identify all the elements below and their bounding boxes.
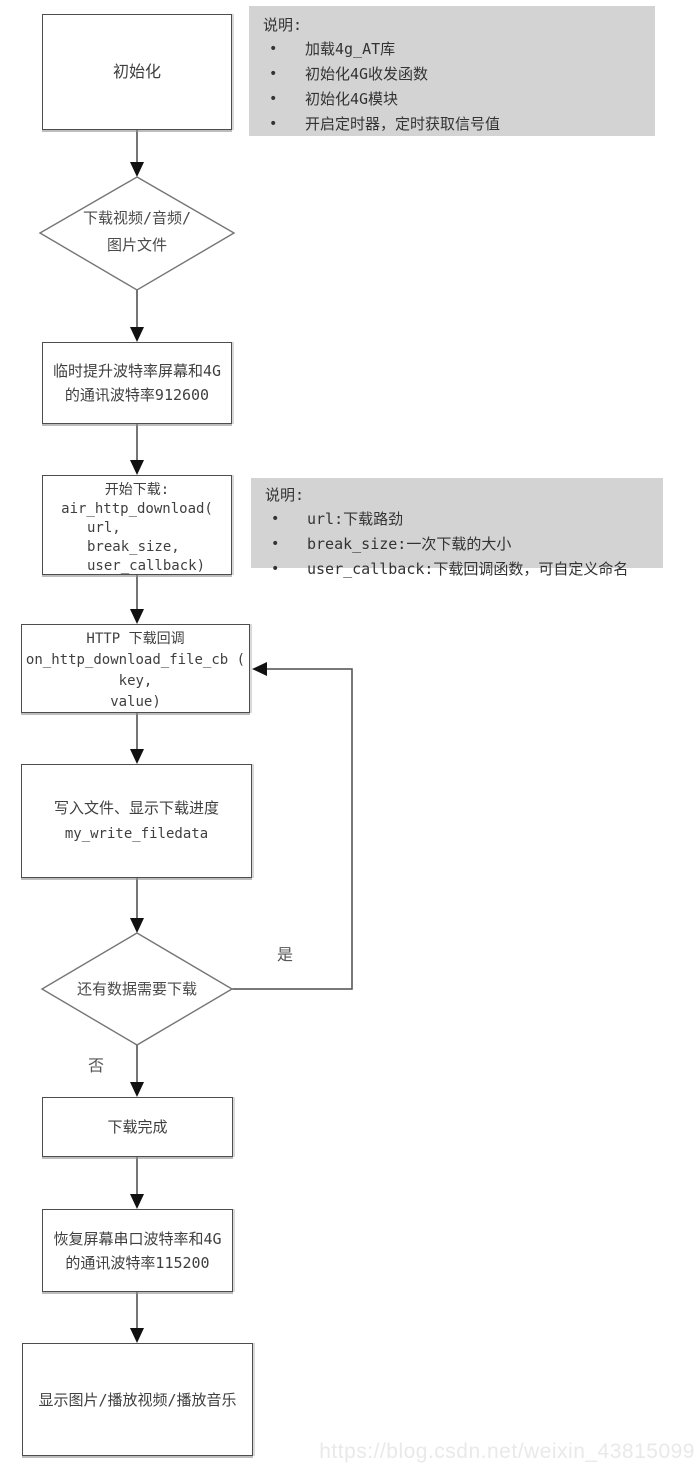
note-item: • 开启定时器，定时获取信号值: [259, 112, 645, 137]
note-item-text: url:下载路劲: [307, 510, 404, 528]
arrowhead-down-icon: [130, 460, 144, 475]
decision-line: 还有数据需要下载: [76, 980, 197, 998]
arrowhead-down-icon: [130, 327, 144, 342]
node-line: 写入文件、显示下载进度: [53, 799, 219, 817]
decision-line: 下载视频/音频/: [82, 209, 192, 227]
arrowhead-down-icon: [130, 162, 144, 177]
node-line: on_http_download_file_cb (: [25, 652, 246, 668]
decision-diamond-more-data: [40, 932, 234, 1046]
bullet-icon: •: [269, 66, 278, 82]
note-box-params: 说明: • url:下载路劲 • break_size:一次下载的大小 • us…: [251, 478, 663, 578]
edge-label-yes: 是: [277, 945, 294, 964]
arrowhead-down-icon: [130, 609, 144, 624]
note-item: • 初始化4G模块: [259, 87, 645, 112]
node-line: key,: [118, 673, 153, 689]
arrowhead-down-icon: [130, 749, 144, 764]
node-line: url,: [87, 520, 121, 536]
node-line: 恢复屏幕串口波特率和4G: [53, 1229, 222, 1248]
arrowhead-down-icon: [130, 1194, 144, 1209]
node-line: 下载完成: [107, 1118, 168, 1136]
node-line: user_callback): [87, 558, 206, 574]
node-line: air_http_download(: [61, 501, 213, 517]
note-item: • 初始化4G收发函数: [259, 62, 645, 87]
node-init-label: 初始化: [112, 62, 161, 81]
note-item: • 加载4g_AT库: [259, 37, 645, 62]
bullet-icon: •: [269, 91, 278, 107]
arrowhead-down-icon: [130, 918, 144, 933]
note-item-text: break_size:一次下载的大小: [307, 535, 512, 553]
note-item-text: 初始化4G收发函数: [305, 65, 429, 83]
note-box-init: 说明: • 加载4g_AT库 • 初始化4G收发函数 • 初始化4G模块 • 开…: [249, 6, 655, 136]
node-decision-download-type-label: 下载视频/音频/ 图片文件: [42, 205, 232, 259]
arrowhead-left-icon: [252, 662, 267, 676]
bullet-icon: •: [271, 561, 280, 577]
node-line: 临时提升波特率屏幕和4G: [52, 362, 222, 380]
node-line: value): [110, 694, 161, 710]
node-line: break_size,: [87, 539, 180, 555]
node-write-file: 写入文件、显示下载进度 my_write_filedata: [21, 764, 252, 878]
note-item: • break_size:一次下载的大小: [261, 532, 653, 557]
node-line: 的通讯波特率912600: [64, 386, 210, 404]
node-download-done: 下载完成: [42, 1097, 233, 1157]
note-item-text: 开启定时器，定时获取信号值: [305, 115, 501, 133]
node-line: HTTP 下载回调: [86, 631, 185, 647]
note-item: • user_callback:下载回调函数，可自定义命名: [261, 557, 653, 582]
note-item-text: user_callback:下载回调函数，可自定义命名: [307, 560, 629, 578]
note-title: 说明:: [263, 16, 303, 34]
node-decision-more-data-label: 还有数据需要下载: [42, 976, 232, 1003]
node-raise-baudrate: 临时提升波特率屏幕和4G 的通讯波特率912600: [42, 342, 232, 424]
node-show-media: 显示图片/播放视频/播放音乐: [22, 1343, 253, 1456]
bullet-icon: •: [269, 41, 278, 57]
node-line: 的通讯波特率115200: [65, 1253, 210, 1272]
arrowhead-down-icon: [130, 1328, 144, 1343]
node-line: 显示图片/播放视频/播放音乐: [38, 1390, 237, 1409]
node-http-callback: HTTP 下载回调 on_http_download_file_cb ( key…: [21, 624, 250, 713]
loop-line-yes: [232, 668, 353, 990]
node-line: 开始下载:: [104, 482, 170, 498]
node-init: 初始化: [42, 14, 232, 130]
node-restore-baudrate: 恢复屏幕串口波特率和4G 的通讯波特率115200: [42, 1209, 233, 1292]
note-item-text: 初始化4G模块: [305, 90, 399, 108]
bullet-icon: •: [271, 511, 280, 527]
decision-diamond-download-type: [38, 176, 236, 291]
node-line: my_write_filedata: [64, 826, 209, 842]
decision-line: 图片文件: [106, 236, 167, 254]
note-item: • url:下载路劲: [261, 507, 653, 532]
note-title: 说明:: [265, 486, 305, 504]
edge-label-no: 否: [88, 1056, 105, 1075]
watermark: https://blog.csdn.net/weixin_43815099: [319, 1440, 695, 1463]
note-item-text: 加载4g_AT库: [305, 40, 396, 58]
node-start-download: 开始下载: air_http_download( url, break_size…: [42, 475, 232, 575]
arrowhead-down-icon: [130, 1082, 144, 1097]
bullet-icon: •: [271, 536, 280, 552]
bullet-icon: •: [269, 116, 278, 132]
